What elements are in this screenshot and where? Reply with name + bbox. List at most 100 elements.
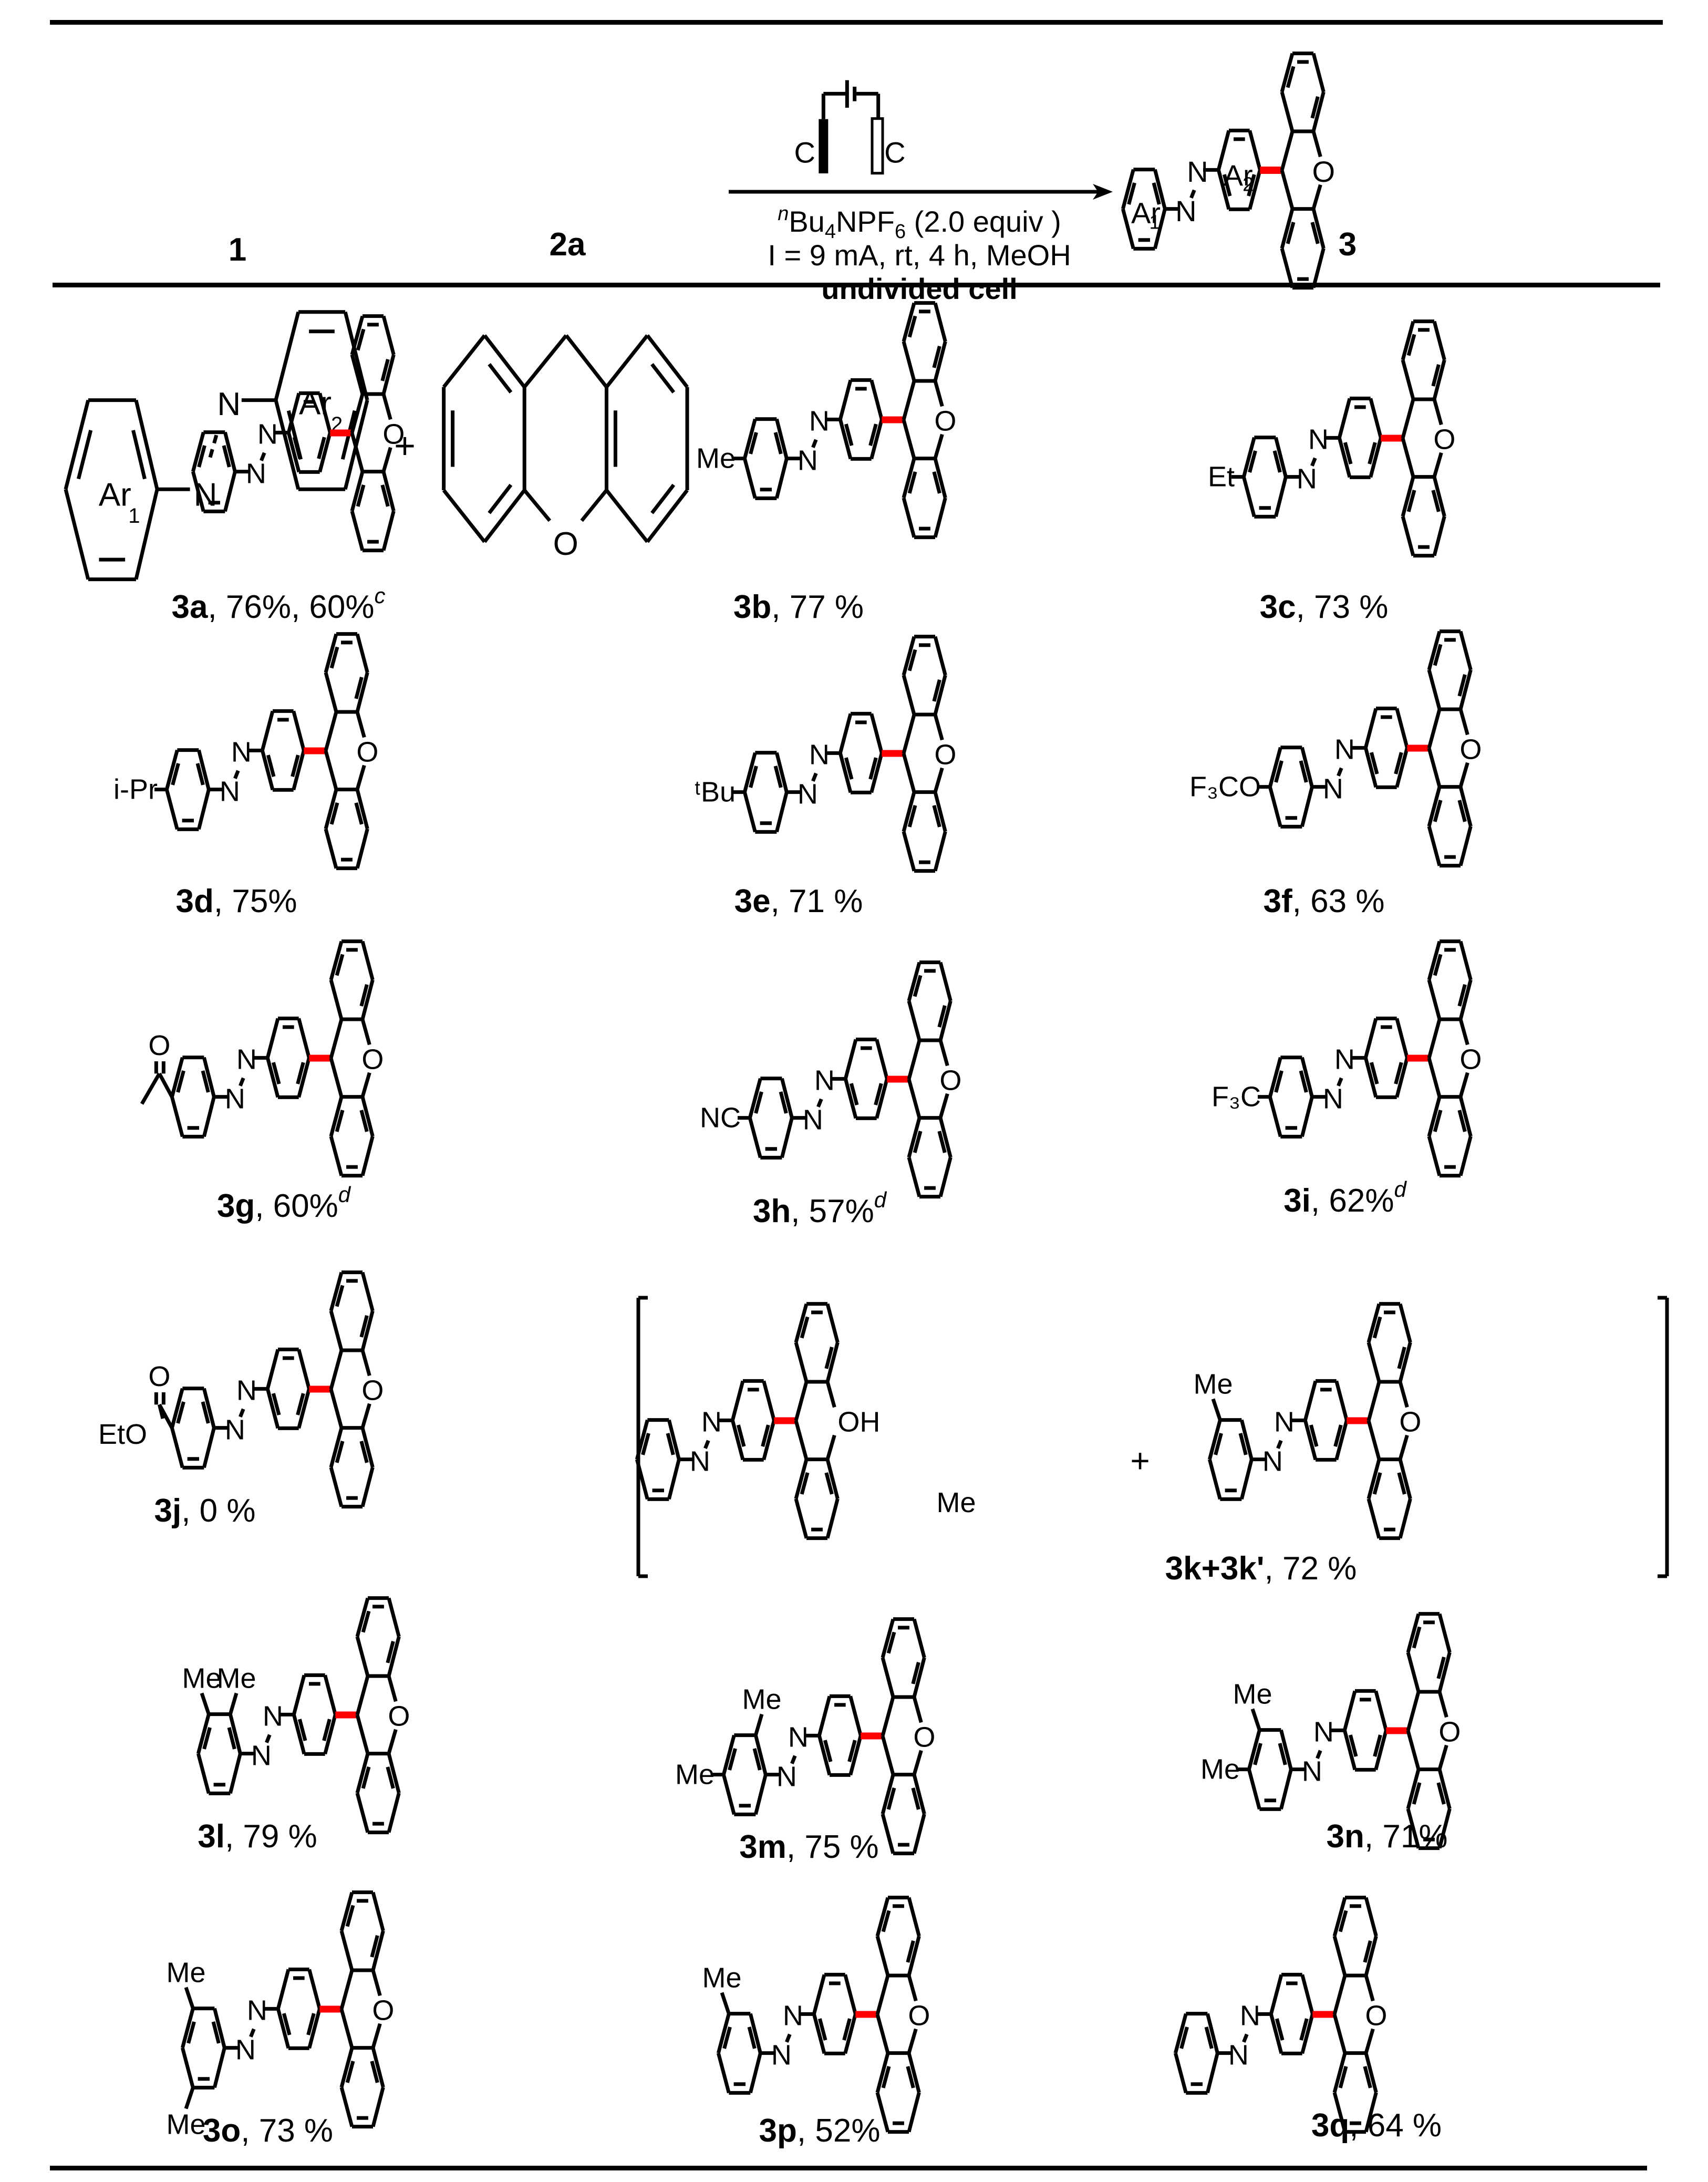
xanthene-oxygen: O <box>361 1375 384 1407</box>
methyl-label: Me <box>936 1487 976 1518</box>
xanthene-lower-ring <box>1367 1457 1412 1540</box>
xanthene-oxygen: O <box>939 1065 961 1097</box>
azo-n1: N <box>225 1083 245 1115</box>
bond <box>1432 452 1443 478</box>
xanthene-left-ring <box>442 334 526 543</box>
yield-value: 0 % <box>199 1493 256 1529</box>
bond <box>794 1381 809 1421</box>
bond <box>360 1019 371 1046</box>
top-rule <box>50 20 1663 25</box>
yield-value: 63 % <box>1310 883 1385 919</box>
separator: , <box>770 883 789 919</box>
product-label-3j: 3j, 0 % <box>154 1492 255 1529</box>
product-label-3l: 3l, 79 % <box>198 1818 317 1855</box>
separator: , <box>1264 1550 1283 1587</box>
azo-n1: N <box>1262 1446 1283 1477</box>
bond <box>387 1676 398 1702</box>
aryl-ring-2 <box>812 1972 857 2055</box>
xanthene-oxygen: O <box>372 1995 394 2026</box>
azo-n1: N <box>1228 2040 1249 2071</box>
bond <box>381 394 392 420</box>
cathode-electrode <box>871 117 884 175</box>
substituent-me: Me <box>216 1663 256 1694</box>
bond <box>371 2023 382 2049</box>
aryl-ring-1 <box>180 2007 226 2090</box>
bond <box>158 1072 174 1098</box>
xanthene-upper-ring <box>329 939 375 1021</box>
bond <box>902 419 916 459</box>
product-label-3n: 3n, 71% <box>1327 1818 1448 1855</box>
azo-n1: N <box>1297 463 1317 495</box>
table-bottom-rule <box>50 2166 1647 2170</box>
bond <box>1406 1730 1421 1770</box>
xanthene-lower-ring <box>355 1752 401 1835</box>
yield-value: 64 % <box>1367 2107 1442 2144</box>
product-label-3o: 3o, 73 % <box>203 2112 333 2149</box>
azo-double-bond <box>239 1404 247 1418</box>
xanthene-upper-ring <box>1401 319 1446 401</box>
aryl-ring-2 <box>1303 1379 1349 1462</box>
compound-id: 3d <box>175 883 214 919</box>
bond <box>1427 1058 1442 1098</box>
azo-n1: N <box>220 776 240 808</box>
separator: , <box>1296 589 1314 625</box>
current-time-solvent: I = 9 mA, rt, 4 h, MeOH <box>768 239 1071 272</box>
bond <box>1432 399 1443 426</box>
substituent-bu: ᵗBu <box>695 777 736 808</box>
ar1-subscript: 1 <box>1149 211 1160 233</box>
azo-n1: N <box>1323 773 1343 805</box>
bond <box>564 334 608 388</box>
bond <box>907 2028 918 2054</box>
bond <box>329 1058 344 1098</box>
bond <box>912 1697 923 1723</box>
separator: , <box>786 1829 805 1865</box>
azo-double-bond <box>1337 763 1345 777</box>
compound-id: 3q <box>1311 2107 1350 2144</box>
aryl-ring-2 <box>817 1694 863 1777</box>
bond <box>1250 1708 1261 1731</box>
xanthene-oxygen: O <box>934 406 956 437</box>
bond <box>350 432 365 472</box>
bond <box>523 334 568 388</box>
aryl-ring-1 <box>748 1077 794 1160</box>
compound-id: 3p <box>759 2113 797 2149</box>
bond <box>825 1434 836 1460</box>
reactant-2a-label: 2a <box>549 226 586 263</box>
bond <box>1211 1398 1222 1421</box>
compound-id: 3k+3k' <box>1165 1550 1265 1587</box>
ar2-ring <box>274 310 369 491</box>
substituent-fc: F₃C <box>1212 1081 1261 1113</box>
reaction-arrow <box>729 184 1113 200</box>
azo-double-bond <box>790 1751 799 1764</box>
separator: , <box>208 589 226 625</box>
separator: , <box>213 883 232 919</box>
aryl-ring-2 <box>1337 396 1383 479</box>
compound-id: 3i <box>1283 1183 1311 1219</box>
azo-double-bond <box>1189 185 1198 199</box>
compound-id: 3j <box>154 1493 182 1529</box>
bond <box>907 1975 918 2002</box>
bond <box>1437 1691 1448 1718</box>
aryl-ring-1 <box>1173 2012 1219 2095</box>
bond <box>1364 1975 1375 2002</box>
yield-value: 71% <box>1382 1818 1448 1855</box>
bond <box>355 1676 370 1715</box>
compound-id: 3e <box>734 883 771 919</box>
azo-double-bond <box>816 1094 825 1108</box>
bond <box>1367 1420 1381 1460</box>
bond <box>355 711 366 738</box>
yield-value: 77 % <box>789 589 864 625</box>
carbonyl-oxygen: O <box>148 1030 170 1061</box>
aryl-ring-1 <box>196 1712 242 1795</box>
